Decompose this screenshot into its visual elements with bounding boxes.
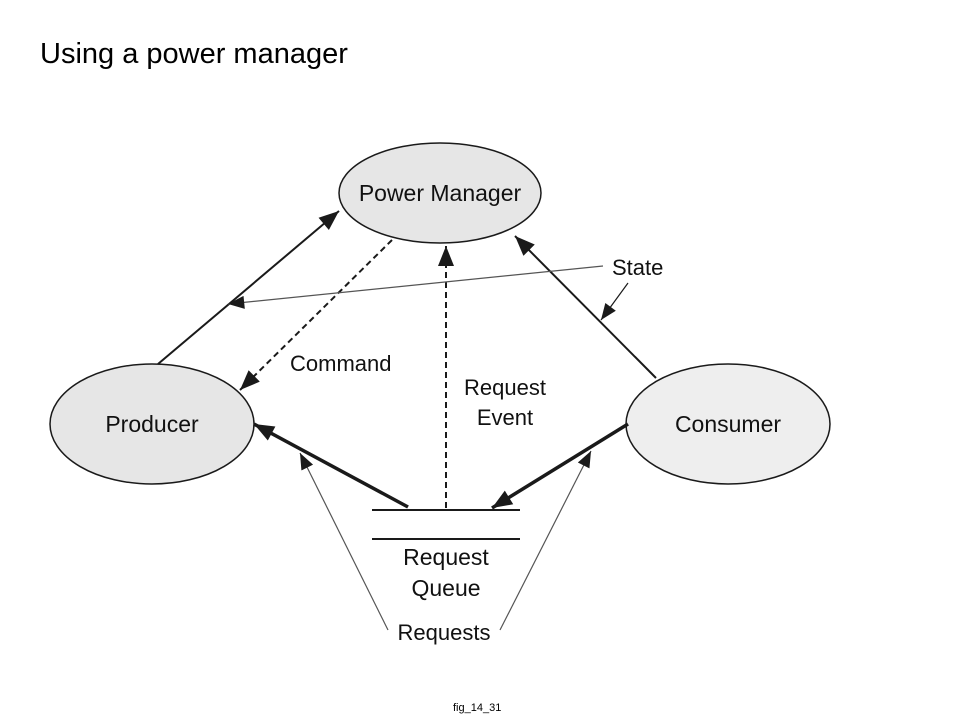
slide-title: Using a power manager: [40, 38, 348, 70]
consumer-label: Consumer: [675, 411, 781, 437]
producer-to-manager-arrow: [157, 210, 340, 365]
queue-label-line2: Queue: [411, 575, 480, 601]
request-event-label-line1: Request: [464, 375, 546, 400]
state-label: State: [612, 255, 663, 280]
requests-label: Requests: [398, 620, 491, 645]
requests-pointer-left: [299, 452, 389, 631]
consumer-to-queue-arrow: [491, 422, 629, 510]
queue-to-producer-arrow: [253, 422, 409, 509]
command-arrow: [239, 239, 393, 391]
state-pointer-line: [227, 265, 604, 309]
request-event-label-line2: Event: [477, 405, 533, 430]
power-manager-label: Power Manager: [359, 180, 522, 206]
producer-label: Producer: [105, 411, 199, 437]
state-pointer-to-consumer-arrow: [600, 282, 629, 321]
command-label: Command: [290, 351, 391, 376]
figure-caption: fig_14_31: [453, 702, 502, 714]
consumer-to-manager-arrow: [514, 235, 657, 379]
queue-label-line1: Request: [403, 544, 489, 570]
requests-pointer-right: [499, 450, 592, 631]
power-manager-node: [338, 142, 542, 244]
